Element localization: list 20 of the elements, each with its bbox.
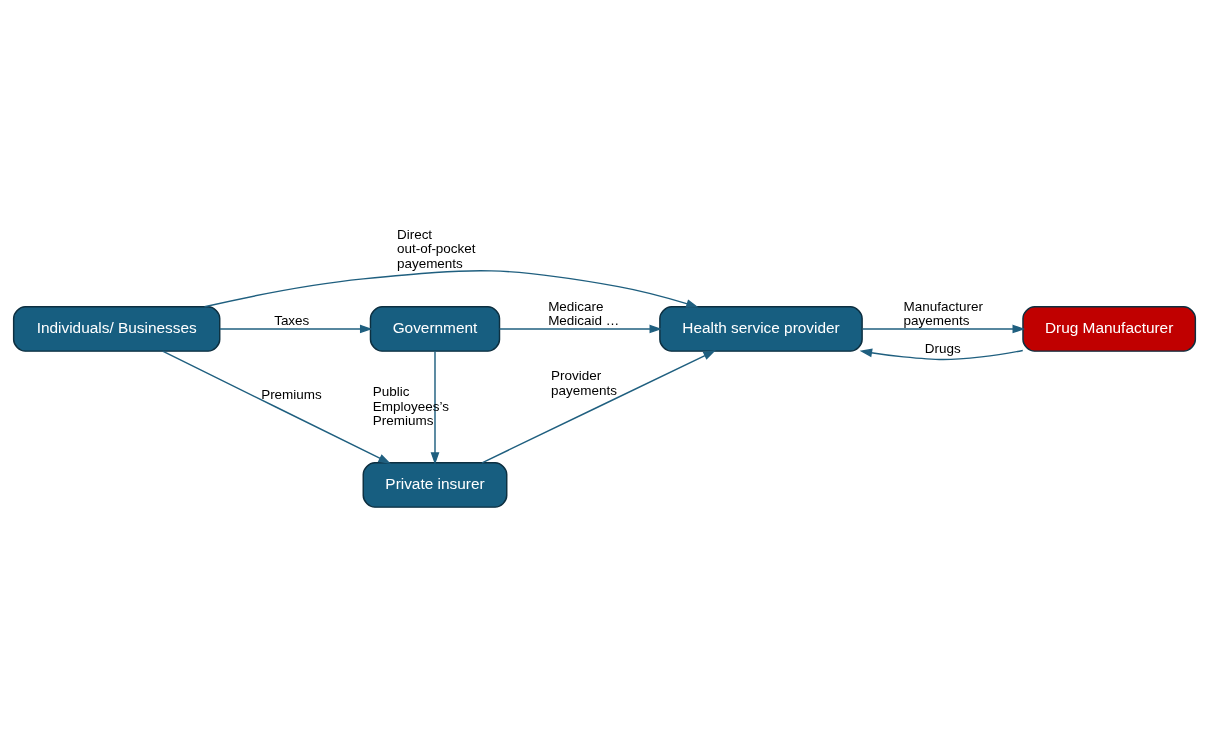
arrow	[161, 350, 391, 464]
node-box: Drug Manufacturer	[1022, 306, 1197, 352]
arrow	[203, 270, 699, 308]
arrow	[219, 324, 373, 334]
arrow	[861, 324, 1026, 334]
arrow	[859, 348, 1024, 361]
node-box: Health service provider	[659, 306, 863, 352]
edge-label: Provider payements	[551, 368, 617, 398]
node-box: Private insurer	[362, 462, 508, 508]
arrow	[430, 350, 440, 465]
edge-label: Drugs	[924, 341, 961, 357]
node-box: Government	[369, 306, 501, 352]
edge-label: Medicare Medicaid …	[548, 298, 620, 329]
edge-label: Taxes	[274, 313, 310, 329]
arrow	[481, 350, 716, 464]
edge-label: Direct out-of-pocket payements	[396, 226, 476, 271]
edge-label: Manufacturer payements	[903, 298, 983, 329]
edge-label: Premiums	[261, 387, 322, 403]
node-box: Individuals/ Businesses	[12, 306, 221, 352]
arrow	[498, 324, 663, 334]
